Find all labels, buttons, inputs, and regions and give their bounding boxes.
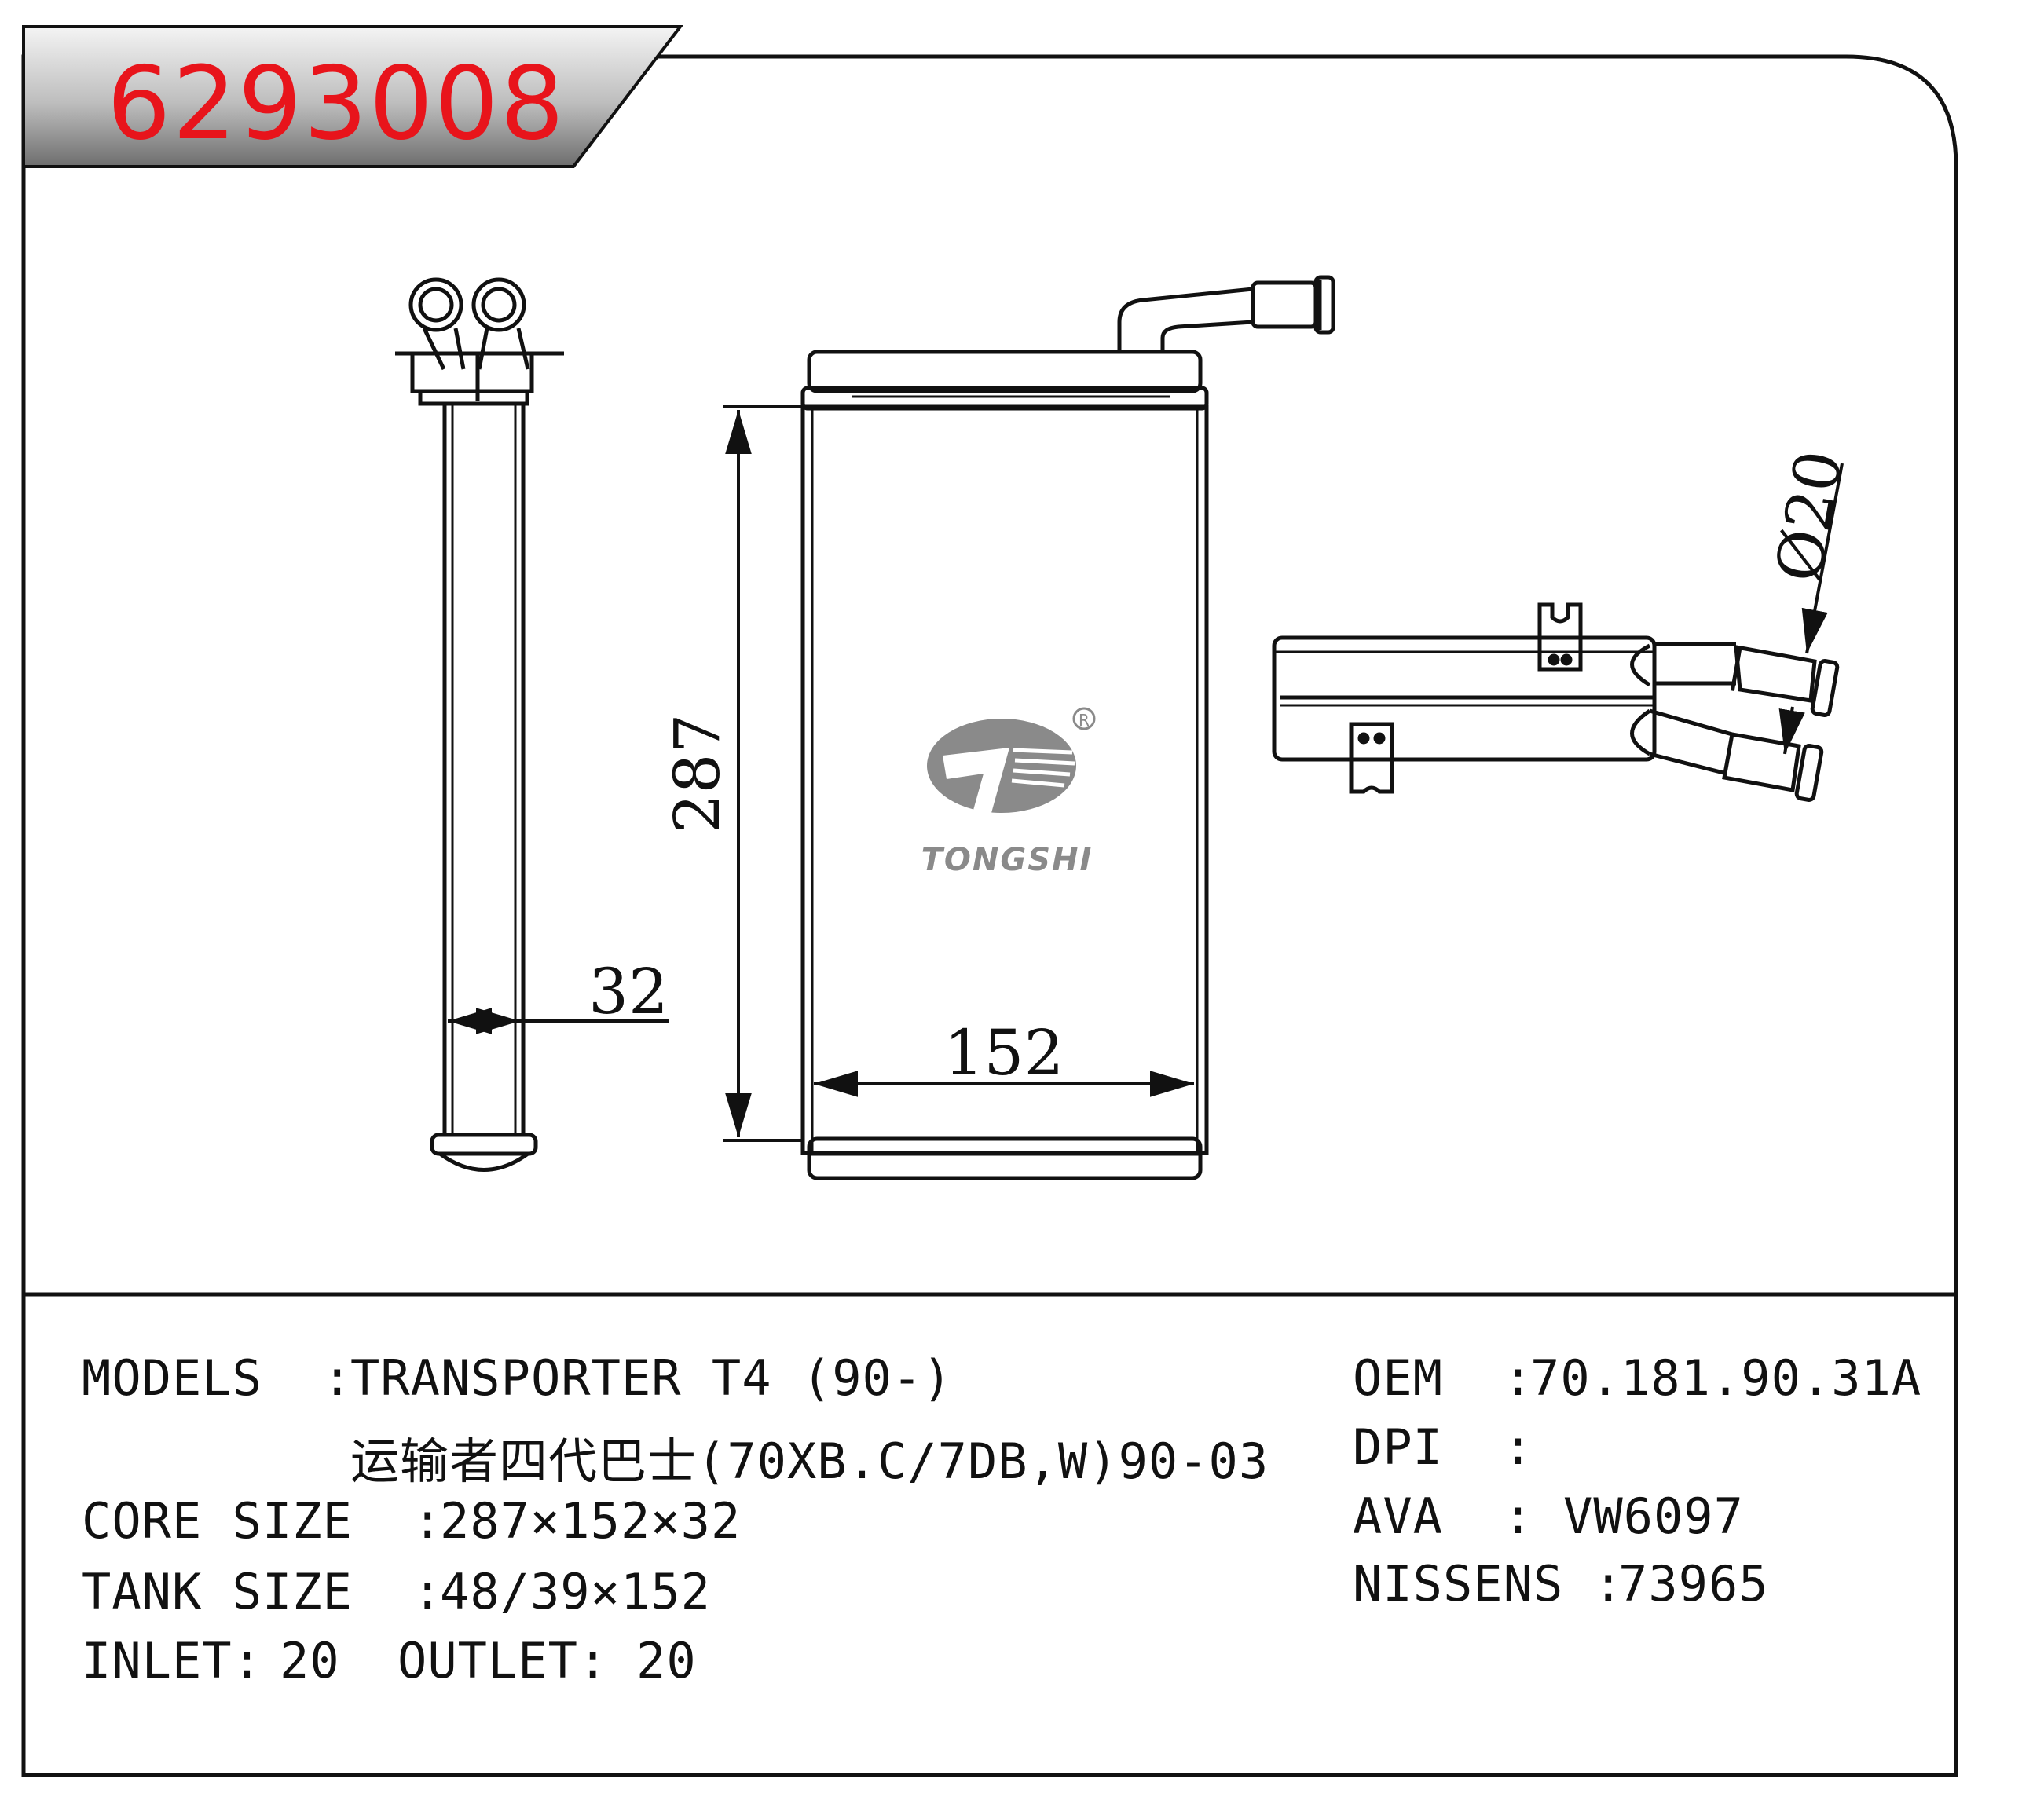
ava-value: VW6097	[1563, 1488, 1744, 1545]
core-size-value: 287×152×32	[440, 1492, 742, 1550]
sheet-border	[21, 54, 1958, 1777]
top-view	[1272, 602, 1840, 802]
dpi-label: DPI :	[1353, 1418, 1533, 1476]
front-view	[800, 275, 1335, 1180]
core-size-label: CORE SIZE :	[82, 1492, 443, 1550]
title-banner	[22, 25, 684, 168]
inlet-label: INLET:	[82, 1632, 262, 1689]
registered-mark: R	[1079, 711, 1090, 730]
outlet-value: 20	[636, 1632, 697, 1689]
models-value: TRANSPORTER T4 (90-)	[350, 1349, 953, 1407]
part-number: 6293008	[107, 46, 566, 163]
depth-label: 32	[588, 955, 669, 1028]
diameter-leader	[1778, 463, 1844, 755]
oem-label: OEM :	[1353, 1349, 1533, 1407]
height-label: 287	[661, 714, 734, 834]
diameter-label: Ø20	[1762, 445, 1857, 587]
height-dimension	[723, 405, 803, 1142]
logo-brand: TONGSHI	[921, 842, 1093, 878]
tongshi-logo	[927, 707, 1096, 813]
inlet-value: 20	[280, 1632, 340, 1689]
ava-label: AVA :	[1353, 1488, 1533, 1545]
nissens-label: NISSENS :	[1353, 1555, 1624, 1612]
nissens-value: 73965	[1618, 1555, 1769, 1612]
outlet-label: OUTLET:	[397, 1632, 609, 1689]
models-value-cn: 运输者四代巴士(70XB.C/7DB,W)90-03	[350, 1433, 1269, 1490]
width-label: 152	[944, 1016, 1064, 1089]
tank-size-label: TANK SIZE :	[82, 1563, 443, 1620]
tank-size-value: 48/39×152	[440, 1563, 711, 1620]
oem-value: 70.181.90.31A	[1530, 1349, 1922, 1407]
side-view	[395, 277, 564, 1172]
models-label: MODELS :	[82, 1349, 353, 1407]
